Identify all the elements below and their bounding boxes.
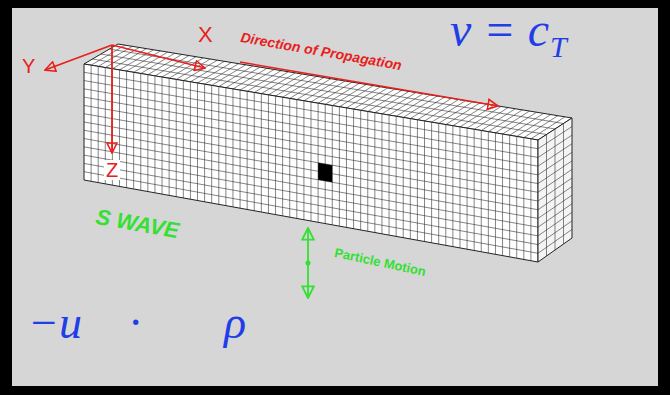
grid-line	[84, 130, 538, 209]
grid-line	[538, 204, 572, 227]
grid-line	[101, 54, 555, 129]
z-axis-arrow	[111, 45, 113, 153]
grid-line	[84, 97, 538, 175]
formula-subscript: T	[550, 32, 567, 62]
grid-line	[538, 187, 572, 210]
grid-lines	[84, 45, 572, 261]
grid-line	[538, 127, 572, 149]
particle-dot	[306, 261, 311, 266]
grid-line	[84, 81, 538, 158]
grid-line	[84, 163, 538, 244]
grid-line	[93, 59, 547, 135]
block-end-face	[538, 118, 572, 262]
grid-line	[84, 72, 538, 148]
grid-line	[538, 161, 572, 184]
highlighted-cell	[318, 163, 332, 183]
grid-line	[84, 172, 538, 254]
grid-line	[84, 139, 538, 219]
grid-line	[538, 144, 572, 166]
grid-line	[84, 105, 538, 183]
grid-line	[538, 195, 572, 218]
grid-line	[538, 152, 572, 175]
grid-line	[538, 169, 572, 192]
axis-label: Z	[104, 160, 120, 180]
y-axis-arrow	[45, 45, 112, 70]
grid-line	[538, 229, 572, 253]
background-panel	[12, 8, 658, 386]
grid-line	[84, 122, 538, 201]
grid-line	[538, 178, 572, 201]
propagation-arrow	[240, 62, 498, 106]
x-axis-arrow	[112, 45, 205, 68]
axis-label: Y	[22, 56, 35, 76]
grid-line	[84, 114, 538, 193]
advection-formula: −u⃗ · ∇⃗ρ	[28, 300, 246, 346]
speed-formula: v = c	[450, 6, 549, 54]
grid-line	[538, 135, 572, 157]
axis-label: X	[198, 24, 213, 46]
block-front-face	[84, 64, 538, 262]
